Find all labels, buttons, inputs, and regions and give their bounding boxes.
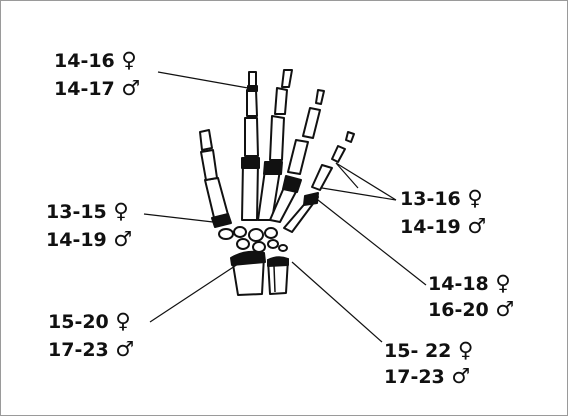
female-symbol-icon: ♀ <box>458 338 474 362</box>
label-thumb-female: 13-16 ♀ <box>400 186 483 210</box>
leader-line-first-metacarpal <box>317 199 427 286</box>
carpal-bone-4 <box>264 227 278 239</box>
carpal-bone-6 <box>252 241 266 253</box>
ring-proximal-phalanx <box>269 115 285 161</box>
male-symbol-icon: ♂ <box>495 297 515 321</box>
thumb-middle-phalanx <box>331 145 346 163</box>
carpal-bone-2 <box>233 226 247 238</box>
distal-female-range: 14-16 <box>54 50 115 72</box>
leader-line-distal <box>157 71 249 89</box>
ring-metacarpal-epiphysis <box>263 161 283 175</box>
leader-line-radius <box>291 261 383 343</box>
leader-line-thumb-c <box>335 162 359 189</box>
metacarpal-female-range: 13-15 <box>46 201 107 223</box>
index-metacarpal-epiphysis <box>211 213 232 228</box>
label-thumb-male: 14-19 ♂ <box>400 214 487 238</box>
male-symbol-icon: ♂ <box>121 76 141 100</box>
distal-male-range: 14-17 <box>54 78 115 100</box>
little-metacarpal-epiphysis <box>282 175 302 193</box>
label-radius-female: 15- 22 ♀ <box>384 338 474 362</box>
first-metacarpal-male-range: 16-20 <box>428 299 489 321</box>
little-middle-phalanx <box>302 107 321 139</box>
first-metacarpal-female-range: 14-18 <box>428 273 489 295</box>
male-symbol-icon: ♂ <box>467 214 487 238</box>
male-symbol-icon: ♂ <box>115 337 135 361</box>
middle-middle-phalanx <box>246 89 258 117</box>
thumb-female-range: 13-16 <box>400 188 461 210</box>
thumb-distal-phalanx <box>345 131 355 143</box>
label-distal-male: 14-17 ♂ <box>54 76 141 100</box>
first-metacarpal-epiphysis <box>303 192 319 206</box>
middle-metacarpal-epiphysis <box>241 157 260 169</box>
thumb-male-range: 14-19 <box>400 216 461 238</box>
ring-distal-phalanx <box>281 69 293 88</box>
female-symbol-icon: ♀ <box>115 309 131 333</box>
thumb-proximal-phalanx <box>311 164 333 191</box>
ulna-female-range: 15-20 <box>48 311 109 333</box>
little-distal-phalanx <box>315 89 325 105</box>
leader-lines <box>143 71 427 343</box>
middle-metacarpal <box>241 161 259 221</box>
carpal-bone-7 <box>267 239 279 249</box>
leader-line-ulna <box>149 263 239 323</box>
metacarpal-male-range: 14-19 <box>46 229 107 251</box>
female-symbol-icon: ♀ <box>121 48 137 72</box>
middle-distal-epiphysis <box>247 85 258 92</box>
little-proximal-phalanx <box>287 139 309 175</box>
label-radius-male: 17-23 ♂ <box>384 364 471 388</box>
carpal-bone-1 <box>218 228 234 240</box>
label-ulna-male: 17-23 ♂ <box>48 337 135 361</box>
label-first-metacarpal-male: 16-20 ♂ <box>428 297 515 321</box>
ring-middle-phalanx <box>274 87 288 115</box>
leader-line-thumb-a <box>335 162 397 201</box>
female-symbol-icon: ♀ <box>495 271 511 295</box>
label-ulna-female: 15-20 ♀ <box>48 309 131 333</box>
radius-male-range: 17-23 <box>384 366 445 388</box>
index-middle-phalanx <box>199 129 213 151</box>
male-symbol-icon: ♂ <box>113 227 133 251</box>
female-symbol-icon: ♀ <box>113 199 129 223</box>
radius-female-range: 15- 22 <box>384 340 452 362</box>
ulna-epiphysis <box>267 256 289 267</box>
leader-line-thumb-b <box>321 187 397 201</box>
label-metacarpal-male: 14-19 ♂ <box>46 227 133 251</box>
radius-epiphysis <box>230 250 266 266</box>
female-symbol-icon: ♀ <box>467 186 483 210</box>
carpal-bone-5 <box>236 238 250 250</box>
leader-line-metacarpal <box>143 213 214 223</box>
index-proximal-phalanx <box>200 149 218 181</box>
ulna-male-range: 17-23 <box>48 339 109 361</box>
carpal-bone-8 <box>278 244 288 252</box>
male-symbol-icon: ♂ <box>451 364 471 388</box>
middle-proximal-phalanx <box>244 117 259 157</box>
label-metacarpal-female: 13-15 ♀ <box>46 199 129 223</box>
ulna-styloid-line <box>273 265 276 293</box>
label-first-metacarpal-female: 14-18 ♀ <box>428 271 511 295</box>
hand-bones <box>199 69 355 296</box>
carpal-bone-3 <box>248 228 264 242</box>
label-distal-female: 14-16 ♀ <box>54 48 137 72</box>
